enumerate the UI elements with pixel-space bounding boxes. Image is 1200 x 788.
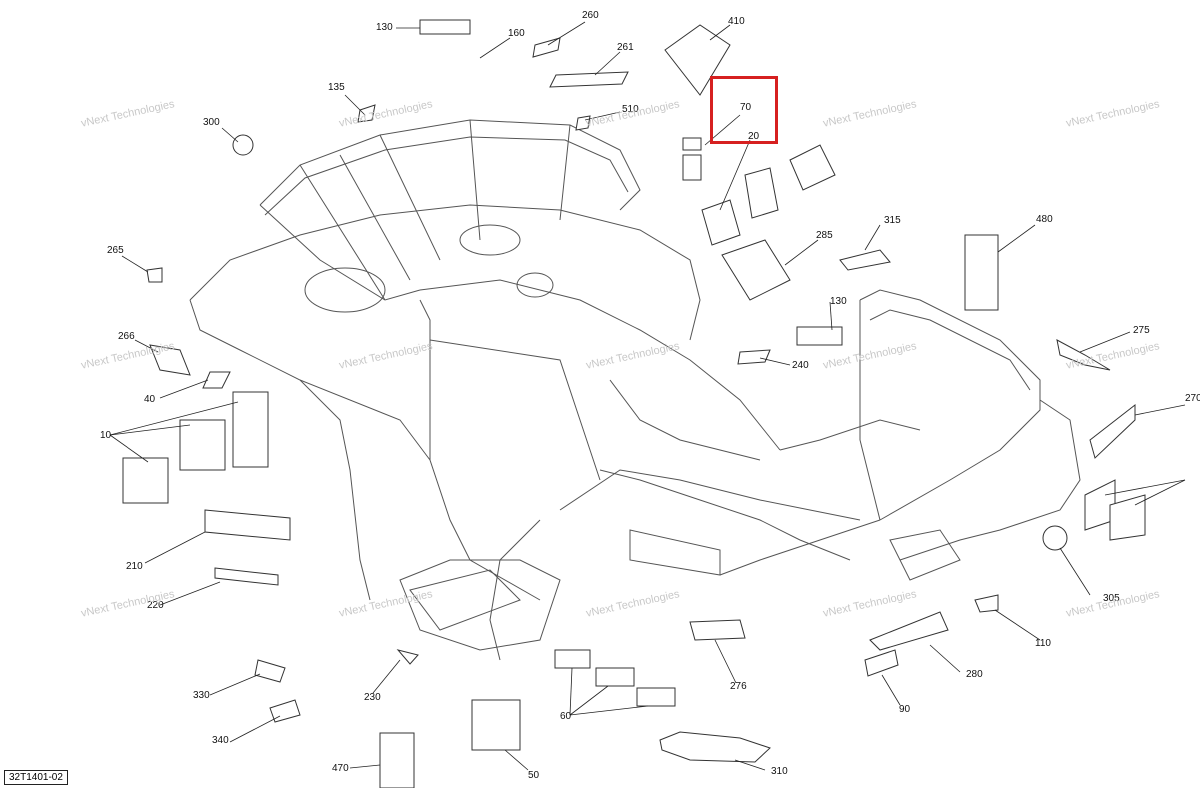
callout-label: 270 xyxy=(1185,393,1200,404)
callout-label: 110 xyxy=(1035,638,1051,649)
callout-label: 305 xyxy=(1103,593,1120,604)
callout-label: 330 xyxy=(193,690,210,701)
callout-label: 315 xyxy=(884,215,901,226)
callout-label: 300 xyxy=(203,117,220,128)
callout-label: 275 xyxy=(1133,325,1150,336)
callout-label: 135 xyxy=(328,82,345,93)
highlight-box xyxy=(710,76,778,144)
callout-label: 230 xyxy=(364,692,381,703)
callout-label: 70 xyxy=(740,102,752,113)
callout-label: 265 xyxy=(107,245,124,256)
callout-label: 210 xyxy=(126,561,143,572)
callout-label: 20 xyxy=(748,131,760,142)
callout-label: 470 xyxy=(332,763,349,774)
callout-label: 480 xyxy=(1036,214,1053,225)
callout-label: 260 xyxy=(582,10,599,21)
callout-label: 276 xyxy=(730,681,747,692)
callout-label: 10 xyxy=(100,430,112,441)
callout-label: 220 xyxy=(147,600,164,611)
callout-label: 280 xyxy=(966,669,983,680)
callout-label: 90 xyxy=(899,704,911,715)
callout-label: 261 xyxy=(617,42,634,53)
callout-label: 60 xyxy=(560,711,572,722)
callout-label: 266 xyxy=(118,331,135,342)
callout-label: 40 xyxy=(144,394,156,405)
callout-label: 285 xyxy=(816,230,833,241)
reference-code: 32T1401-02 xyxy=(4,770,68,785)
callout-label: 410 xyxy=(728,16,745,27)
callout-label: 240 xyxy=(792,360,809,371)
callout-label: 340 xyxy=(212,735,229,746)
callout-label: 160 xyxy=(508,28,525,39)
callout-label: 130 xyxy=(830,296,847,307)
callout-label: 510 xyxy=(622,104,639,115)
callout-label: 310 xyxy=(771,766,788,777)
callout-label: 50 xyxy=(528,770,540,781)
callout-label: 130 xyxy=(376,22,393,33)
